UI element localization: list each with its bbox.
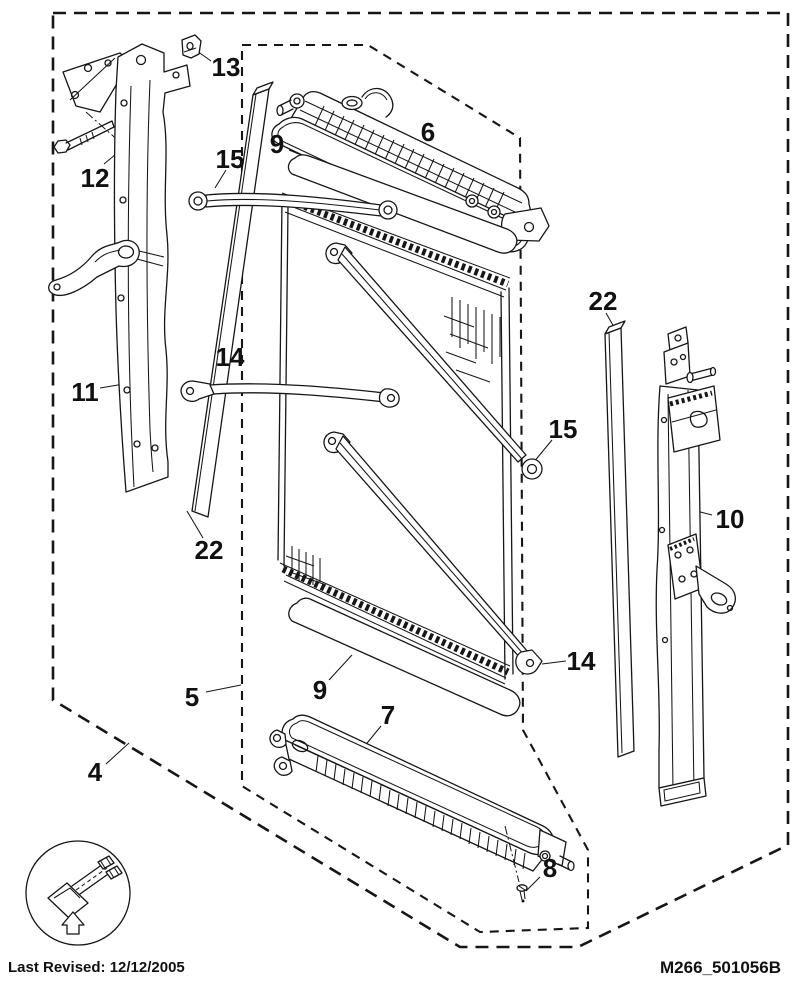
- vehicle-orientation-icon: [25, 840, 131, 946]
- callout-8: 8: [543, 853, 557, 883]
- part-10-right-side-member: [655, 326, 737, 807]
- callout-9-upper: 9: [270, 129, 284, 159]
- radiator-core: [277, 192, 514, 685]
- callout-22-right: 22: [589, 286, 618, 316]
- part-9-upper-gasket: [287, 154, 518, 254]
- last-revised-text: Last Revised: 12/12/2005: [8, 959, 185, 976]
- drawing-code-text: M266_501056B: [660, 958, 781, 977]
- part-9-lower-gasket: [288, 597, 521, 717]
- part-14-diagonal-stay-rod: [323, 431, 543, 675]
- callout-5-highlighted: 5: [185, 682, 199, 712]
- callout-12: 12: [81, 163, 110, 193]
- callout-15-upper: 15: [216, 144, 245, 174]
- outer-assembly-boundary: [51, 11, 790, 949]
- part-8-screw: [504, 825, 528, 903]
- callout-7: 7: [381, 700, 395, 730]
- callout-10: 10: [716, 504, 745, 534]
- callout-labels: 13 12 15 9 6 22 10 14 15 11 22 14 9 5 7 …: [71, 52, 744, 883]
- part-15-upper-stay-rod: [188, 191, 398, 220]
- callout-14-upper: 14: [216, 342, 245, 372]
- callout-14-lower: 14: [567, 646, 596, 676]
- inner-assembly-boundary: [240, 43, 590, 934]
- callout-13: 13: [212, 52, 241, 82]
- part-11-left-side-member: [48, 43, 191, 493]
- callout-11: 11: [71, 377, 99, 407]
- callout-22-left: 22: [195, 535, 224, 565]
- callout-6: 6: [421, 117, 435, 147]
- part-15-diagonal-stay-rod: [325, 242, 543, 480]
- part-13-clip: [181, 34, 202, 59]
- callout-4: 4: [88, 757, 103, 787]
- front-direction-arrow-icon: [61, 911, 85, 935]
- part-22-right-strip: [604, 320, 635, 758]
- part-12-bolt: [53, 120, 115, 154]
- part-7-bottom-tank: [269, 714, 575, 872]
- callout-15-lower: 15: [549, 414, 578, 444]
- callout-9-lower: 9: [313, 675, 327, 705]
- part-14-upper-stay-rod: [180, 380, 400, 408]
